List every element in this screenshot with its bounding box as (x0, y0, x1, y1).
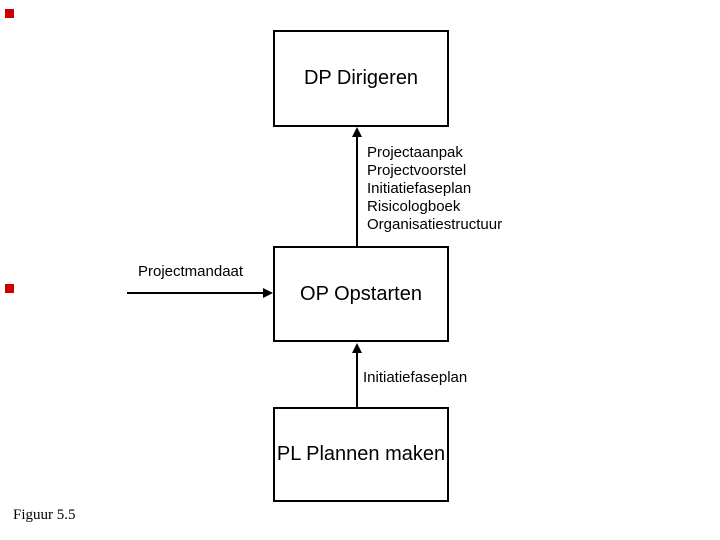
deliverable-item: Initiatiefaseplan (367, 180, 472, 197)
process-box-op-label: OP Opstarten (300, 282, 422, 305)
connector-op-to-dp (356, 136, 358, 246)
arrowhead-up-icon (352, 343, 362, 353)
initiatiefaseplan-label: Initiatiefaseplan (363, 369, 468, 386)
deliverables-list: Projectaanpak Projectvoorstel Initiatief… (367, 144, 502, 234)
figure-caption: Figuur 5.5 (13, 507, 76, 523)
connector-projectmandaat (127, 292, 263, 294)
red-square-marker-left (5, 284, 14, 293)
process-box-pl-plannen-maken: PL Plannen maken (273, 407, 449, 502)
deliverable-item: Organisatiestructuur (367, 216, 503, 233)
red-square-marker-top (5, 9, 14, 18)
process-box-dp-label: DP Dirigeren (303, 67, 419, 89)
process-box-pl-label: PL Plannen maken (276, 443, 446, 465)
projectmandaat-label: Projectmandaat (138, 263, 244, 280)
connector-pl-to-op (356, 352, 358, 408)
deliverable-item: Projectaanpak (367, 144, 463, 161)
process-box-op-opstarten: OP Opstarten (273, 246, 449, 342)
deliverable-item: Projectvoorstel (367, 162, 467, 179)
arrowhead-right-icon (263, 288, 273, 298)
process-box-dp-dirigeren: DP Dirigeren (273, 30, 449, 127)
arrowhead-up-icon (352, 127, 362, 137)
deliverable-item: Risicologboek (367, 198, 461, 215)
